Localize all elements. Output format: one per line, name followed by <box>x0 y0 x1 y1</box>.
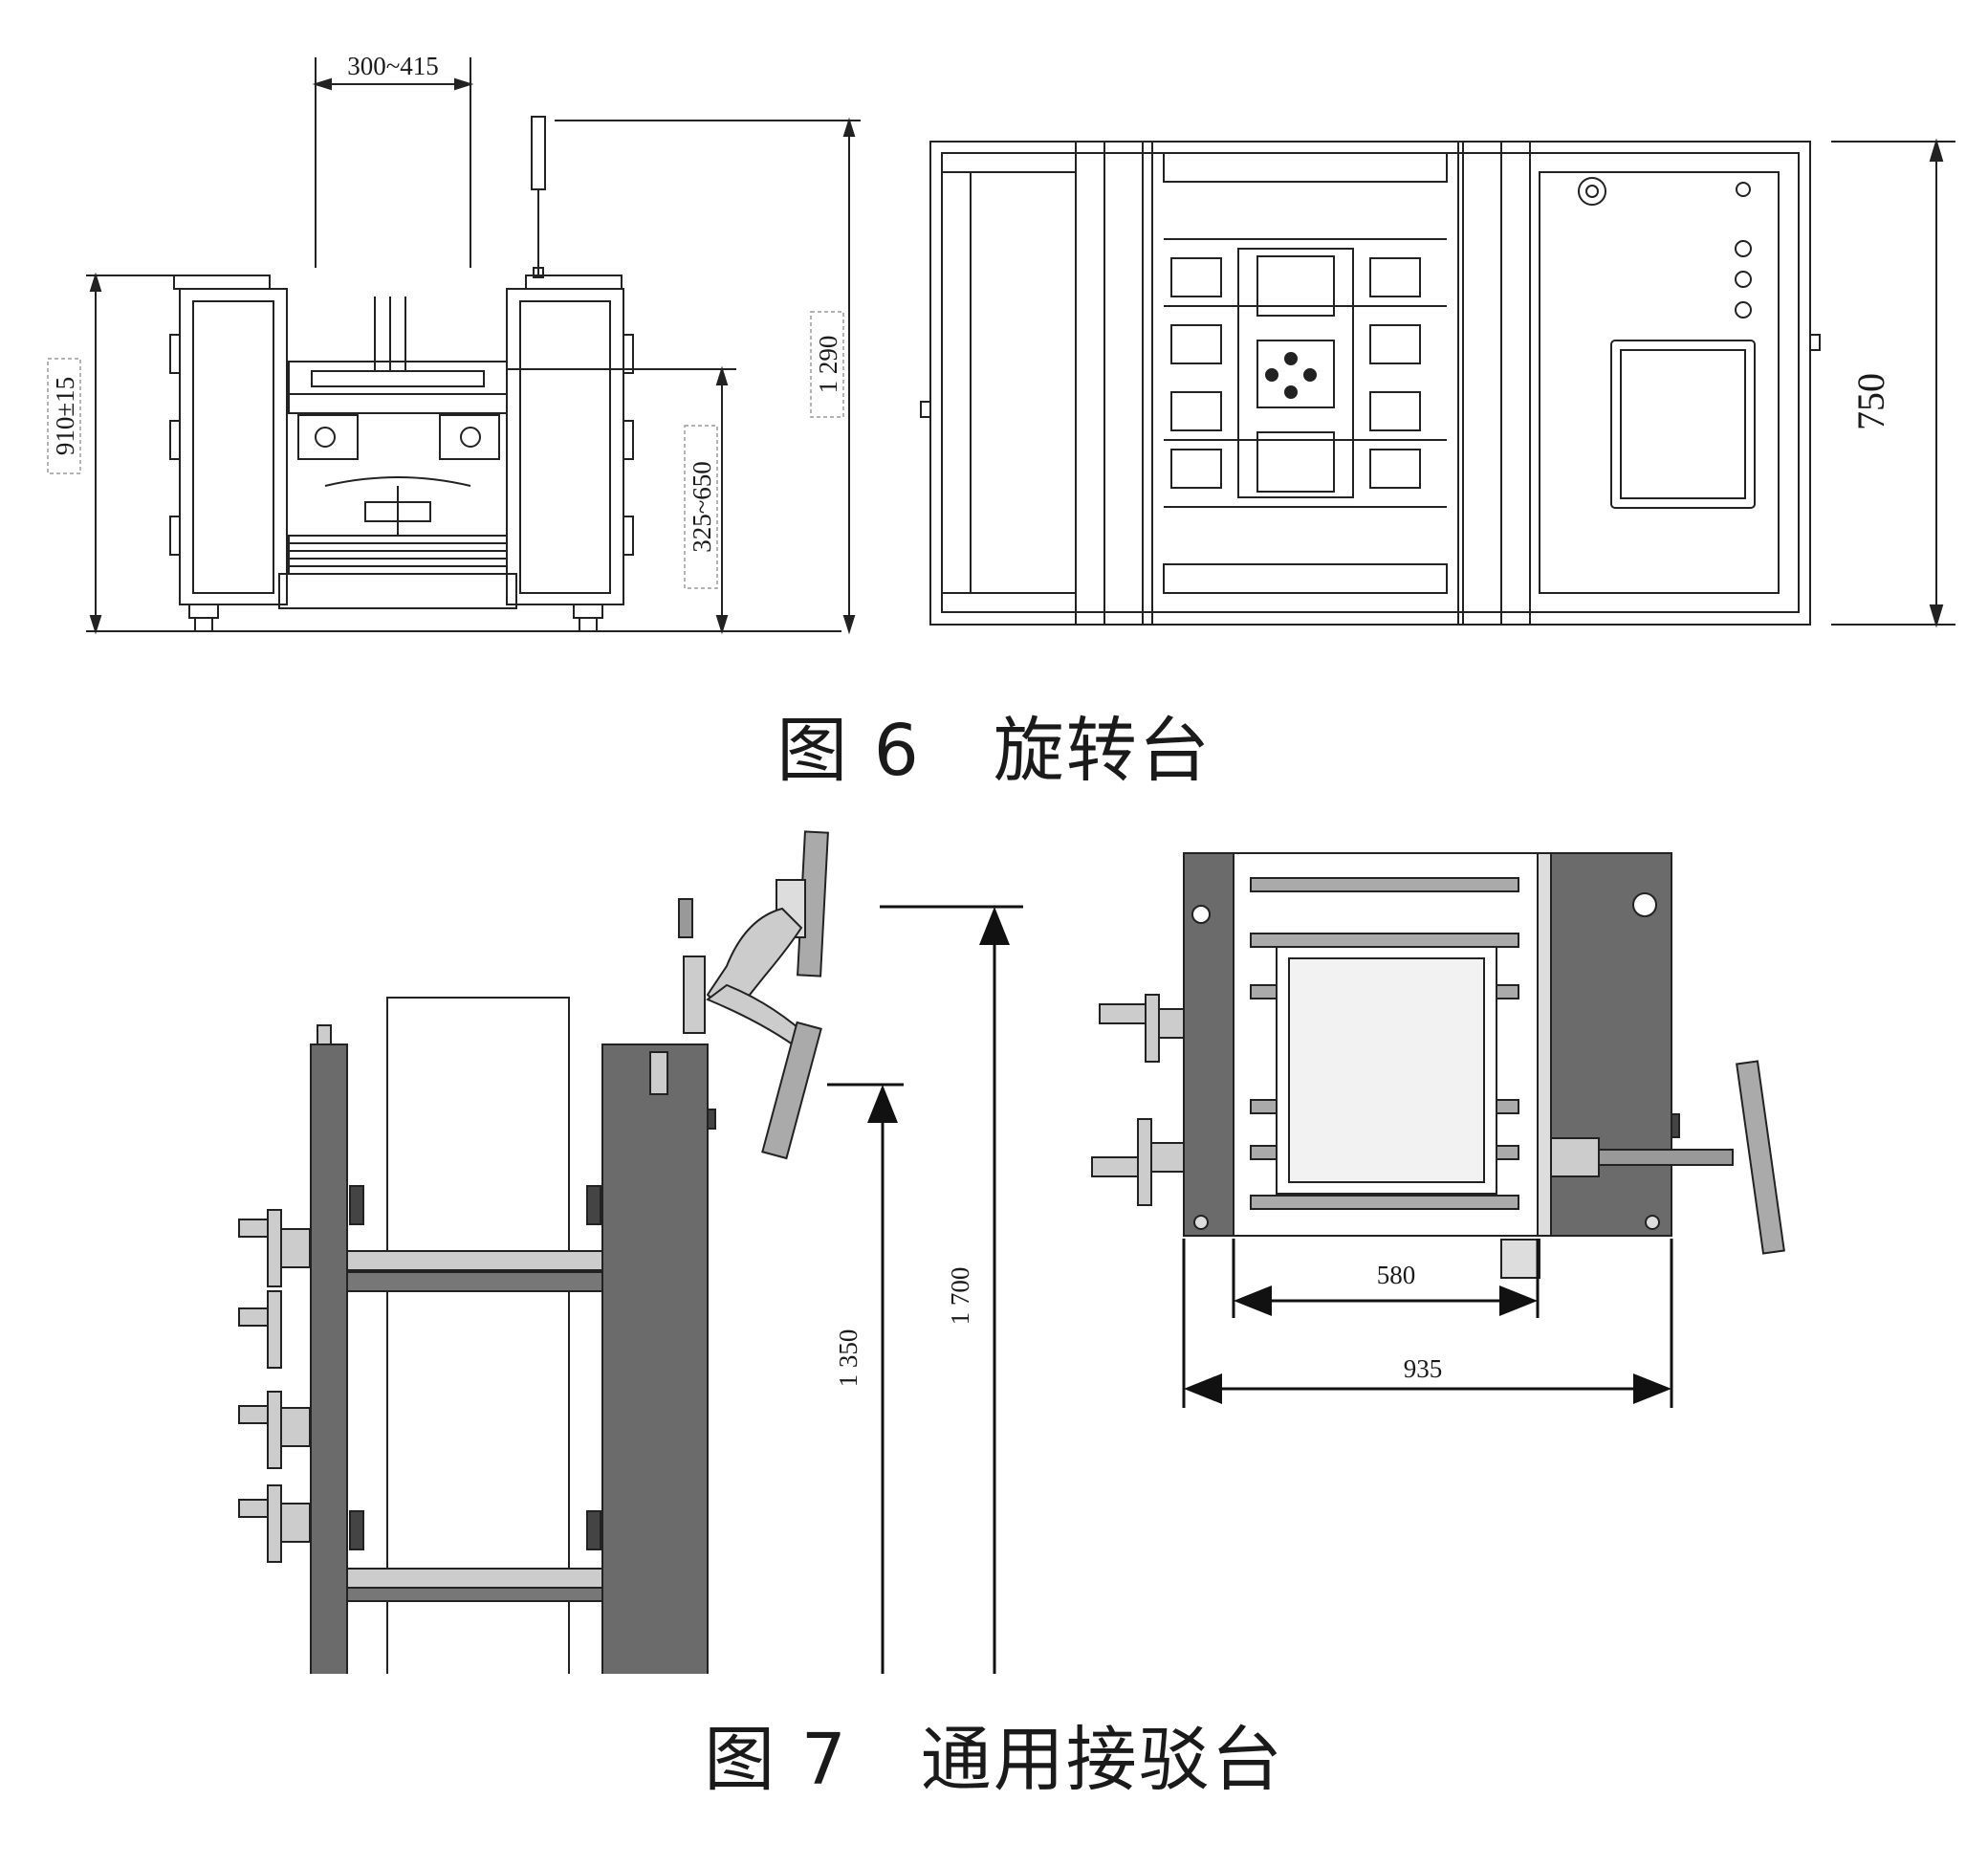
dim-width-outer-label: 935 <box>1404 1354 1443 1383</box>
dim-height-1-label: 1 350 <box>834 1329 863 1388</box>
fig7-top-view: 580 935 <box>1091 852 1785 1408</box>
figure6-caption: 图 6 旋转台 <box>776 710 1212 792</box>
dim-depth-label: 750 <box>1849 373 1892 430</box>
dim-height-left-label: 910±15 <box>51 377 79 455</box>
dim-height-total-label: 1 290 <box>814 336 842 394</box>
figure7-caption: 图 7 通用接驳台 <box>704 1719 1284 1801</box>
dim-height-inner-label: 325~650 <box>688 461 716 553</box>
fig7-side-view: 1 350 1 700 <box>238 830 1023 1674</box>
dim-width-label: 300~415 <box>347 52 439 80</box>
dim-width-inner-label: 580 <box>1377 1261 1416 1289</box>
fig6-top-view: 750 <box>920 138 1955 628</box>
dim-height-2-label: 1 700 <box>946 1267 974 1326</box>
fig6-front-view: 300~415 910±15 325~650 1 290 <box>47 52 861 635</box>
